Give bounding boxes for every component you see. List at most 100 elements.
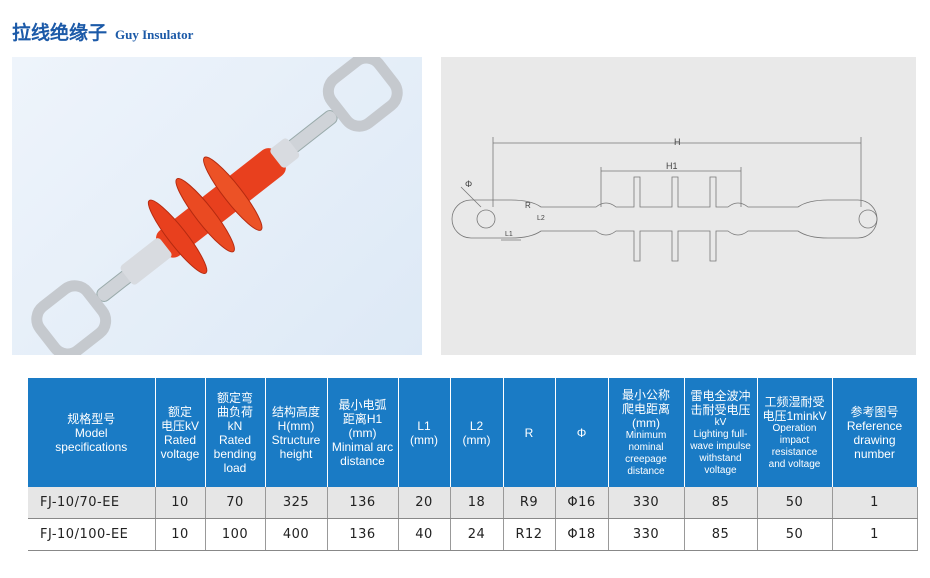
table-cell: Φ16 (555, 487, 609, 519)
header-line: impact (779, 434, 810, 446)
header-line: creepage distance (625, 453, 667, 477)
table-cell: 50 (757, 487, 833, 519)
header-line: resistance (771, 446, 818, 458)
table-cell: 40 (398, 518, 451, 551)
reference-drawing: H H1 Φ R L1 L2 (441, 57, 916, 355)
label-phi: Φ (465, 179, 473, 189)
table-cell: 136 (327, 487, 399, 519)
header-line: drawing (853, 432, 896, 447)
header-line: kN (227, 418, 243, 433)
header-line: 结构高度 (271, 404, 320, 419)
header-line: load (223, 460, 247, 475)
header-line: 距离H1 (342, 411, 383, 426)
header-line: R (524, 425, 534, 440)
header-line: 电压kV (160, 418, 199, 433)
table-cell: 10 (155, 518, 206, 551)
header-line: Minimum nominal (625, 429, 667, 453)
column-header: Φ (555, 378, 609, 487)
header-line: height (279, 446, 313, 461)
table-cell: 1 (832, 487, 918, 519)
table-cell: R9 (503, 487, 556, 519)
table-cell: 10 (155, 487, 206, 519)
header-line: Rated (218, 432, 252, 447)
table-cell: 18 (450, 487, 504, 519)
table-cell: 24 (450, 518, 504, 551)
header-line: L2 (469, 418, 484, 433)
label-l1: L1 (505, 231, 513, 238)
title-en: Guy Insulator (115, 27, 194, 42)
table-cell: 70 (205, 487, 266, 519)
header-line: 参考图号 (850, 404, 899, 419)
table-cell: 330 (608, 518, 685, 551)
product-photo (12, 52, 422, 360)
header-line: Structure (271, 432, 321, 447)
table-cell: 1 (832, 518, 918, 551)
table-cell: 325 (265, 487, 328, 519)
header-line: 爬电距离 (621, 401, 670, 416)
header-line: Lighting full- (693, 428, 748, 440)
header-line: L1 (417, 418, 431, 433)
table-cell: 136 (327, 518, 399, 551)
header-line: bending (213, 446, 257, 461)
table-cell: 85 (684, 487, 758, 519)
header-line: 额定弯 (216, 390, 253, 405)
header-line: 电压1minkV (762, 408, 827, 423)
header-line: 额定 (167, 404, 192, 419)
header-line: (mm) (348, 425, 377, 440)
column-header: L2(mm) (450, 378, 504, 487)
table-cell: 85 (684, 518, 758, 551)
header-line: (mm) (632, 415, 660, 430)
header-line: 雷电全波冲 (690, 388, 751, 403)
label-l2: L2 (537, 215, 545, 222)
column-header: R (503, 378, 556, 487)
header-line: Reference (846, 418, 903, 433)
header-line: 最小公称 (621, 387, 670, 402)
table-cell: 100 (205, 518, 266, 551)
title-cn: 拉线绝缘子 (12, 22, 108, 44)
header-line: withstand (699, 452, 742, 464)
header-line: and voltage (768, 458, 821, 470)
header-line: Φ (576, 425, 587, 440)
table-cell: 20 (398, 487, 451, 519)
header-line: voltage (160, 446, 200, 461)
column-header: L1(mm) (398, 378, 451, 487)
header-line: voltage (704, 464, 737, 476)
header-line: (mm) (410, 432, 438, 447)
header-line: 规格型号 (67, 411, 116, 426)
table-cell: FJ-10/70-EE (28, 487, 156, 519)
header-line: wave impulse (690, 440, 751, 452)
table-cell: 330 (608, 487, 685, 519)
header-line: specifications (55, 439, 128, 454)
table-cell: FJ-10/100-EE (28, 518, 156, 551)
header-line: 击耐受电压 (690, 402, 751, 417)
label-r: R (525, 201, 531, 210)
label-h: H (674, 137, 681, 147)
table-cell: 400 (265, 518, 328, 551)
header-line: H(mm) (277, 418, 315, 433)
header-line: kV (714, 416, 727, 428)
page-title: 拉线绝缘子 Guy Insulator (12, 18, 193, 45)
header-line: Rated (163, 432, 197, 447)
table-cell: Φ18 (555, 518, 609, 551)
header-line: distance (340, 453, 385, 468)
header-line: 曲负荷 (216, 404, 253, 419)
label-h1: H1 (666, 161, 678, 171)
header-line: Model (74, 425, 108, 440)
header-line: Minimal arc (331, 439, 394, 454)
header-line: Operation (772, 422, 817, 434)
header-line: (mm) (462, 432, 491, 447)
header-line: 工频湿耐受 (764, 394, 825, 409)
header-line: number (854, 446, 895, 461)
header-line: 最小电弧 (338, 397, 387, 412)
